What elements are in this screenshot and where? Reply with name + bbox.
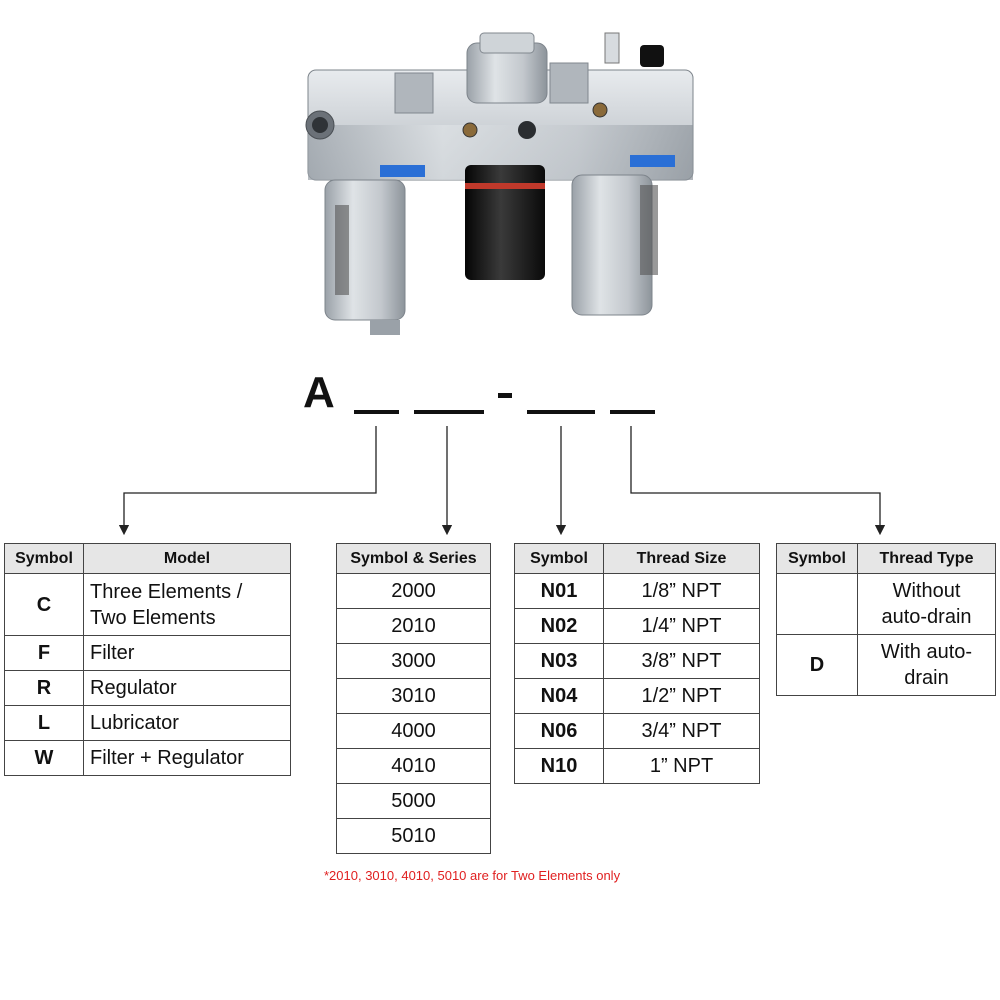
type-header-thread-type: Thread Type: [857, 543, 996, 574]
table-row: 3010: [336, 678, 491, 714]
table-row: 2010: [336, 608, 491, 644]
size-symbol: N04: [514, 678, 604, 714]
series-value: 3000: [336, 643, 491, 679]
code-separator: [498, 393, 512, 398]
table-row: N10 1” NPT: [514, 748, 760, 784]
thread-type-table: Symbol Thread Type Without auto-drain D …: [776, 543, 996, 696]
size-symbol: N06: [514, 713, 604, 749]
table-row: N04 1/2” NPT: [514, 678, 760, 714]
table-row: 4000: [336, 713, 491, 749]
type-desc-line: drain: [904, 667, 949, 689]
type-desc-line: Without: [892, 580, 961, 602]
model-desc-line: Three Elements /: [90, 580, 243, 603]
size-value: 1/8” NPT: [603, 573, 760, 609]
table-row: C Three Elements / Two Elements: [4, 573, 291, 636]
size-value: 1/2” NPT: [603, 678, 760, 714]
series-value: 2010: [336, 608, 491, 644]
model-symbol: L: [4, 705, 84, 741]
footnote: *2010, 3010, 4010, 5010 are for Two Elem…: [324, 868, 621, 883]
series-value: 3010: [336, 678, 491, 714]
order-code-prefix: A: [303, 368, 335, 417]
table-row: N01 1/8” NPT: [514, 573, 760, 609]
series-value: 4010: [336, 748, 491, 784]
type-symbol: [776, 573, 858, 635]
table-row: 5000: [336, 783, 491, 819]
size-symbol: N03: [514, 643, 604, 679]
type-desc: Without auto-drain: [857, 573, 996, 635]
table-row: 4010: [336, 748, 491, 784]
code-blank-model: [354, 410, 399, 414]
model-desc: Lubricator: [83, 705, 291, 741]
type-desc: With auto- drain: [857, 634, 996, 696]
model-symbol: W: [4, 740, 84, 776]
connector-model: [118, 426, 377, 536]
size-value: 3/8” NPT: [603, 643, 760, 679]
table-row: D With auto- drain: [776, 634, 996, 696]
model-header-model: Model: [83, 543, 291, 574]
table-row: N06 3/4” NPT: [514, 713, 760, 749]
series-value: 5000: [336, 783, 491, 819]
table-row: Without auto-drain: [776, 573, 996, 635]
series-table: Symbol & Series 2000 2010 3000 3010 4000…: [336, 543, 491, 854]
series-header: Symbol & Series: [336, 543, 491, 574]
code-blank-thread-type: [610, 410, 655, 414]
table-row: 5010: [336, 818, 491, 854]
model-table: Symbol Model C Three Elements / Two Elem…: [4, 543, 291, 776]
frl-unit-illustration: [305, 32, 694, 335]
connector-thread-type: [630, 426, 886, 536]
table-row: W Filter + Regulator: [4, 740, 291, 776]
table-row: R Regulator: [4, 670, 291, 706]
type-header-symbol: Symbol: [776, 543, 858, 574]
model-desc: Filter: [83, 635, 291, 671]
table-row: 2000: [336, 573, 491, 609]
code-blank-series: [414, 410, 484, 414]
size-value: 1” NPT: [603, 748, 760, 784]
model-symbol: F: [4, 635, 84, 671]
series-value: 2000: [336, 573, 491, 609]
series-value: 5010: [336, 818, 491, 854]
model-header-symbol: Symbol: [4, 543, 84, 574]
model-desc: Regulator: [83, 670, 291, 706]
series-value: 4000: [336, 713, 491, 749]
model-symbol: R: [4, 670, 84, 706]
type-symbol: D: [776, 634, 858, 696]
model-desc: Three Elements / Two Elements: [83, 573, 291, 636]
thread-size-table: Symbol Thread Size N01 1/8” NPT N02 1/4”…: [514, 543, 760, 784]
code-blank-thread-size: [527, 410, 595, 414]
type-desc-line: auto-drain: [881, 606, 972, 628]
size-header-symbol: Symbol: [514, 543, 604, 574]
model-desc-line: Two Elements: [90, 606, 216, 629]
size-symbol: N10: [514, 748, 604, 784]
model-symbol: C: [4, 573, 84, 636]
size-value: 3/4” NPT: [603, 713, 760, 749]
model-desc: Filter + Regulator: [83, 740, 291, 776]
size-symbol: N01: [514, 573, 604, 609]
table-row: 3000: [336, 643, 491, 679]
size-header-thread-size: Thread Size: [603, 543, 760, 574]
table-row: F Filter: [4, 635, 291, 671]
table-row: N02 1/4” NPT: [514, 608, 760, 644]
type-desc-line: With auto-: [880, 641, 973, 663]
table-row: N03 3/8” NPT: [514, 643, 760, 679]
size-symbol: N02: [514, 608, 604, 644]
table-row: L Lubricator: [4, 705, 291, 741]
size-value: 1/4” NPT: [603, 608, 760, 644]
